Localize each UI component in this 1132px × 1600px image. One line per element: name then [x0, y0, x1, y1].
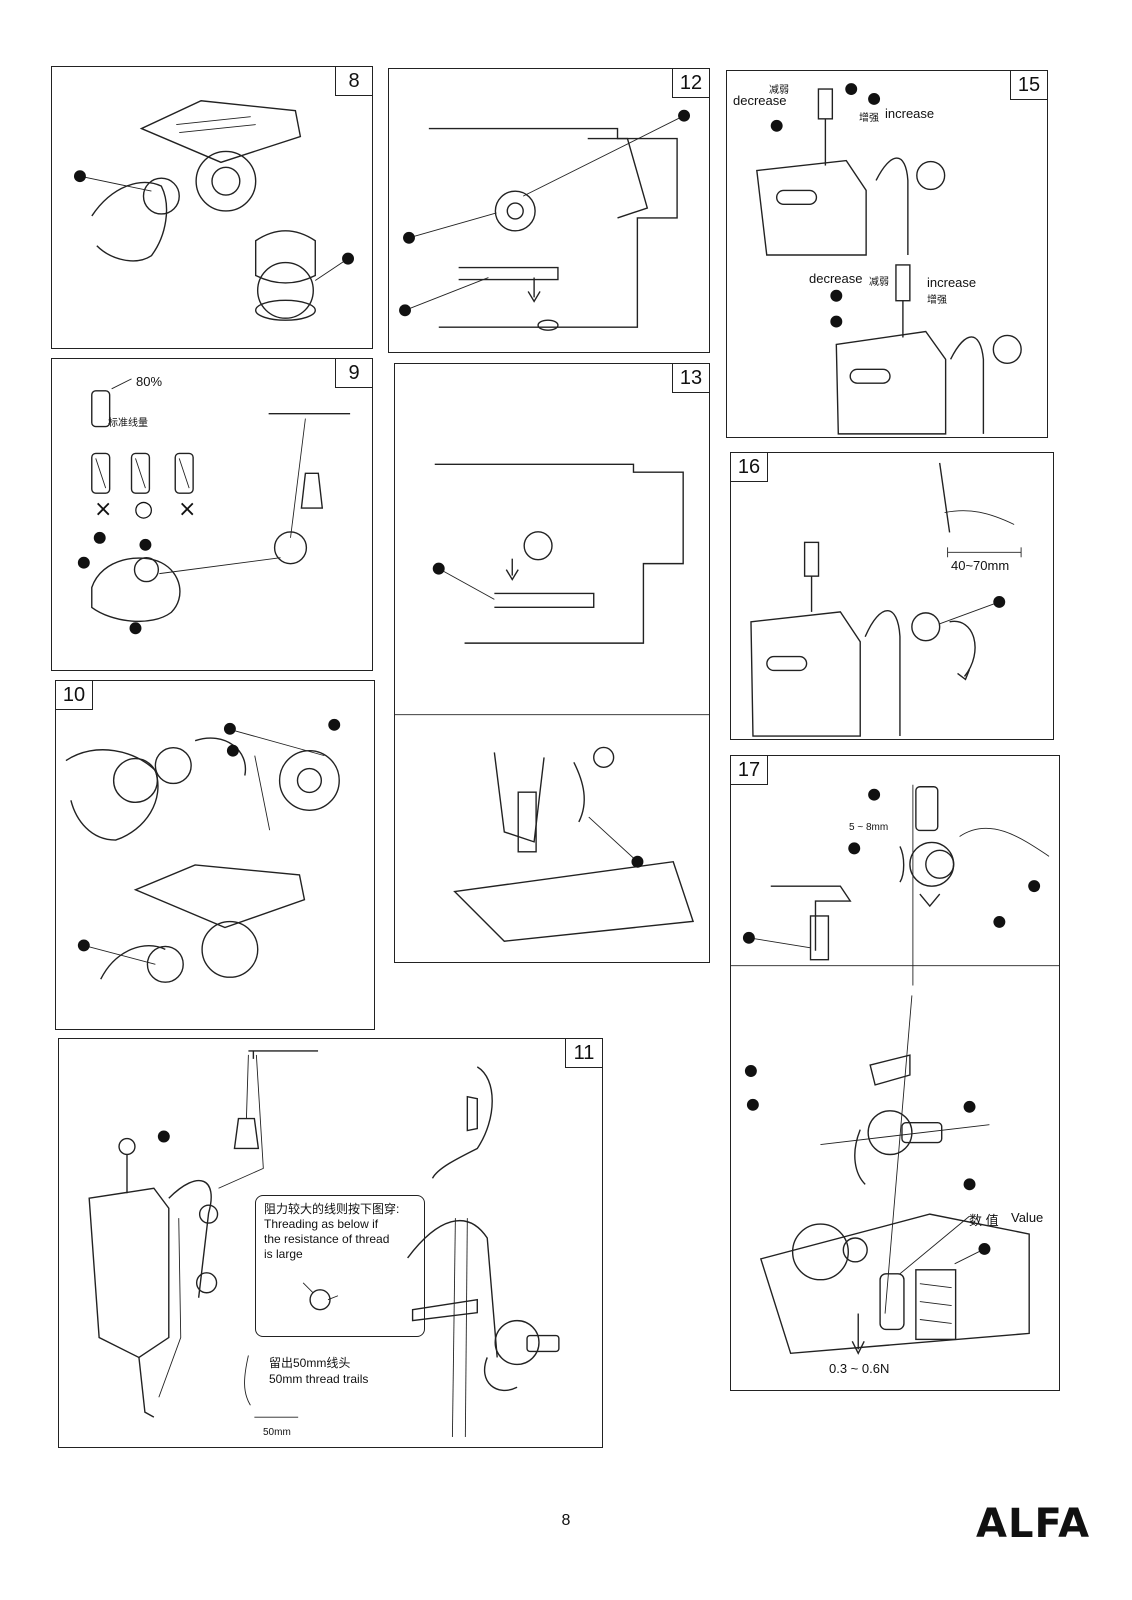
panel-9: 9 80% 标准线量 × ○ × — [51, 358, 373, 671]
standard-amount-label: 标准线量 — [108, 418, 148, 429]
upper-threading-illustration — [88, 1050, 560, 1438]
fill-percent-label: 80% — [136, 374, 163, 389]
panel-number: 8 — [335, 67, 372, 96]
panel-number: 9 — [335, 359, 372, 388]
thread-length-dimension: 40~70mm — [951, 558, 1010, 573]
decrease-label-bottom: decrease — [809, 271, 863, 286]
panel-number: 11 — [565, 1039, 602, 1068]
spring-gap-label: 5 ~ 8mm — [849, 822, 889, 833]
callout-english-text: Threading as below if the resistance of … — [264, 1217, 390, 1261]
brand-logo: ALFA — [976, 1501, 1091, 1547]
value-chinese-label: 数 值 — [969, 1213, 999, 1228]
panel-10: 10 — [55, 680, 375, 1030]
increase-label-bottom: increase — [927, 275, 977, 290]
increase-cn-top: 增强 — [859, 113, 879, 124]
decrease-cn-top: 减弱 — [769, 85, 789, 96]
panel-number: 10 — [56, 681, 93, 710]
panel-number: 13 — [672, 364, 709, 393]
decrease-cn-bottom: 减弱 — [869, 277, 889, 288]
panel-13: 13 — [394, 363, 710, 963]
page-number: 8 — [561, 1512, 571, 1529]
panel-15: 15 减弱 decrease 增强 increase decrease 减弱 i… — [726, 70, 1048, 438]
thread-trail-chinese-label: 留出50mm线头 — [269, 1356, 351, 1370]
panel-16: 16 40~70mm — [730, 452, 1054, 740]
stitch-length-dial-illustration — [399, 109, 691, 331]
increase-label-top: increase — [885, 106, 935, 121]
panel-number: 15 — [1010, 71, 1047, 100]
wrong-mark-right: × — [178, 497, 197, 522]
thread-trail-dimension: 50mm — [263, 1427, 291, 1438]
thread-trail-english-label: 50mm thread trails — [269, 1372, 369, 1386]
panel-8: 8 — [51, 66, 373, 349]
panel-11: 11 阻力较大的线则按下图穿: Threading as below if th… — [58, 1038, 603, 1448]
panel-12: 12 — [388, 68, 710, 353]
reverse-lever-and-presser-illustration — [395, 463, 709, 942]
panel-17: 17 5 ~ 8mm 数 值 Value 0.3 ~ 0.6N — [730, 755, 1060, 1391]
increase-cn-bottom: 增强 — [927, 295, 947, 306]
thread-take-up-adjust-illustration — [750, 462, 1022, 737]
wrong-mark-left: × — [94, 497, 113, 522]
callout-chinese-text: 阻力较大的线则按下图穿: — [264, 1202, 400, 1216]
threading-note-callout: 阻力较大的线则按下图穿: Threading as below if the r… — [255, 1195, 425, 1337]
correct-mark: ○ — [134, 497, 154, 522]
presser-pressure-adjust-illustration — [756, 83, 1022, 435]
decrease-label-top: decrease — [733, 93, 787, 108]
value-english-label: Value — [1011, 1210, 1044, 1225]
thread-tension-spring-illustration — [731, 784, 1059, 1355]
panel-number: 12 — [672, 69, 709, 98]
panel-number: 17 — [731, 756, 768, 785]
bobbin-winder-illustration — [77, 378, 351, 635]
panel-number: 16 — [731, 453, 768, 482]
bobbin-case-removal-illustration — [73, 100, 354, 321]
tension-force-label: 0.3 ~ 0.6N — [829, 1361, 890, 1376]
bobbin-insertion-illustration — [65, 718, 341, 983]
